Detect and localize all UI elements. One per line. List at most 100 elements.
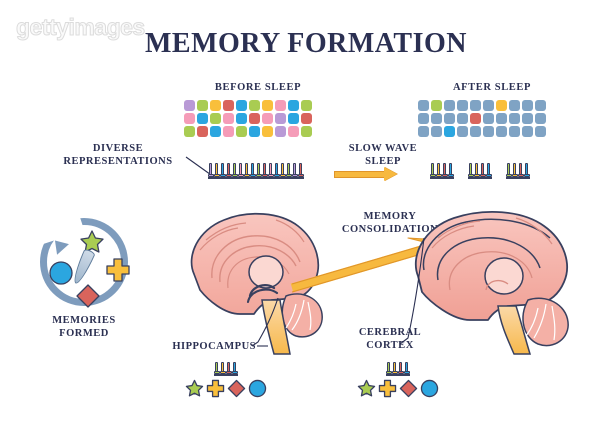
tile xyxy=(197,126,208,137)
tile xyxy=(509,126,520,137)
memories-formed-label-line2: FORMED xyxy=(59,328,109,339)
hippocampus-label: HIPPOCAMPUS xyxy=(172,341,256,352)
diamond-icon xyxy=(227,379,246,398)
star-icon xyxy=(80,230,104,253)
tile xyxy=(431,126,442,137)
star-icon xyxy=(357,379,376,397)
circle-icon xyxy=(420,379,439,398)
spike-icon xyxy=(398,362,404,374)
plus-icon xyxy=(378,379,397,398)
cerebral-cortex-legend-spikes xyxy=(344,362,452,376)
spike-icon xyxy=(298,163,304,177)
tile xyxy=(509,100,520,111)
slow-wave-sleep-label-line1: SLOW WAVE xyxy=(348,143,418,154)
cerebral-cortex-label-line1: CEREBRAL xyxy=(358,327,422,338)
spike-group xyxy=(386,362,410,374)
page-title: MEMORY FORMATION xyxy=(145,28,467,59)
spike-icon xyxy=(436,163,442,177)
tile xyxy=(522,113,533,124)
tile xyxy=(249,100,260,111)
spike-icon xyxy=(292,163,298,177)
spike-baseline xyxy=(430,177,454,179)
slow-wave-sleep-label: SLOW WAVE SLEEP xyxy=(333,142,433,168)
memories-formed-ring xyxy=(35,209,130,308)
tile xyxy=(509,113,520,124)
spike-group-wrapper xyxy=(506,163,530,179)
tile xyxy=(470,100,481,111)
spike-icon xyxy=(392,362,398,374)
star-icon xyxy=(185,379,204,397)
right-brain-illustration xyxy=(414,210,569,355)
spike-baseline xyxy=(506,177,530,179)
spike-baseline xyxy=(214,374,238,376)
arrow-head xyxy=(384,167,397,181)
tile xyxy=(418,100,429,111)
spike-icon xyxy=(280,163,286,177)
diamond-icon xyxy=(399,379,418,398)
cerebral-cortex-label-line2: CORTEX xyxy=(366,340,414,351)
tile xyxy=(275,100,286,111)
spike-icon xyxy=(480,163,486,177)
after-sleep-tile-grid xyxy=(418,100,546,137)
hippocampus-label-dash xyxy=(257,345,268,347)
slow-wave-sleep-arrow xyxy=(334,167,404,181)
spike-baseline xyxy=(468,177,492,179)
hippocampus-legend xyxy=(172,362,280,398)
hippocampus-leader-line xyxy=(251,297,279,347)
teardrop-cursor-icon xyxy=(70,248,96,286)
tile xyxy=(275,113,286,124)
plus-icon xyxy=(206,379,225,398)
plus-icon xyxy=(106,258,130,282)
tile xyxy=(301,100,312,111)
spike-icon xyxy=(262,163,268,177)
spike-icon xyxy=(232,163,238,177)
tile xyxy=(288,100,299,111)
tile xyxy=(535,100,546,111)
spike-icon xyxy=(512,163,518,177)
memory-consolidation-label-line2: CONSOLIDATION xyxy=(341,224,439,235)
spike-icon xyxy=(244,163,250,177)
tile xyxy=(236,113,247,124)
diverse-representations-label: DIVERSE REPRESENTATIONS xyxy=(48,142,188,168)
tile xyxy=(236,100,247,111)
tile xyxy=(470,126,481,137)
tile xyxy=(301,113,312,124)
spike-icon xyxy=(286,163,292,177)
diamond-icon xyxy=(76,284,100,308)
tile xyxy=(249,113,260,124)
getty-watermark: gettyimages xyxy=(16,14,146,41)
tile xyxy=(223,126,234,137)
memories-formed-diagram: MEMORIES FORMED xyxy=(35,209,130,340)
spike-baseline xyxy=(208,177,304,179)
hippocampus-legend-shapes xyxy=(172,379,280,398)
tile xyxy=(535,113,546,124)
spike-icon xyxy=(226,163,232,177)
tile xyxy=(483,113,494,124)
tile xyxy=(184,100,195,111)
spike-group xyxy=(506,163,530,177)
tile xyxy=(288,113,299,124)
circle-icon xyxy=(248,379,267,398)
tile xyxy=(210,126,221,137)
spike-icon xyxy=(448,163,454,177)
tile xyxy=(262,100,273,111)
spike-group-wrapper xyxy=(430,163,454,179)
tile xyxy=(210,113,221,124)
tile xyxy=(483,100,494,111)
left-brain-illustration xyxy=(190,212,323,355)
spike-group xyxy=(208,163,304,177)
tile xyxy=(301,126,312,137)
tile xyxy=(288,126,299,137)
tile xyxy=(210,100,221,111)
spike-group xyxy=(214,362,238,374)
after-sleep-heading: AFTER SLEEP xyxy=(452,82,532,93)
spike-icon xyxy=(486,163,492,177)
tile xyxy=(197,100,208,111)
tile-row xyxy=(184,113,312,124)
cerebral-cortex-leader-line xyxy=(399,237,425,345)
tile xyxy=(223,100,234,111)
cerebral-cortex-label: CEREBRAL CORTEX xyxy=(346,326,434,352)
tile xyxy=(431,100,442,111)
tile xyxy=(444,113,455,124)
